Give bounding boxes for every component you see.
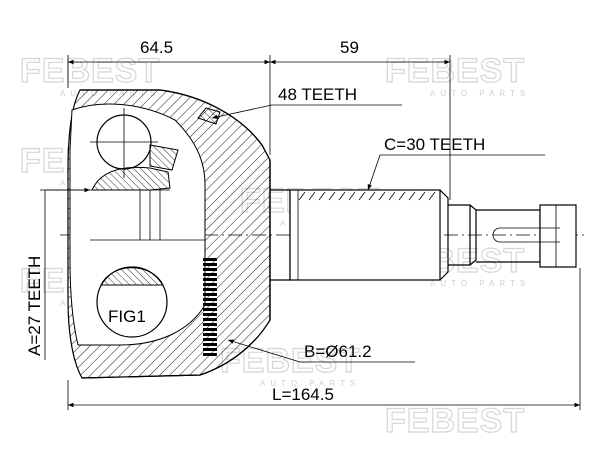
length-label: L=164.5 xyxy=(272,385,334,404)
spline-mark xyxy=(408,191,416,201)
spline-mark xyxy=(378,191,386,201)
abs-tooth xyxy=(203,283,217,286)
dimension-length: L=164.5 xyxy=(67,268,581,410)
ball-cage xyxy=(90,108,179,191)
spline-mark xyxy=(338,191,346,201)
abs-tooth xyxy=(203,338,217,341)
spline-mark xyxy=(298,191,306,201)
dimension-left: 64.5 xyxy=(67,38,271,155)
abs-tooth xyxy=(203,263,217,266)
dimension-left-label: 64.5 xyxy=(140,38,173,57)
watermark-logo: FEBEST xyxy=(385,402,525,440)
output-shaft xyxy=(270,189,577,281)
shaft-spline xyxy=(298,191,436,201)
abs-tooth xyxy=(203,348,217,351)
outer-teeth-label: 48 TEETH xyxy=(278,85,357,104)
spline-mark xyxy=(358,191,366,201)
inner-teeth-label: A=27 TEETH xyxy=(25,256,44,356)
spline-mark xyxy=(318,191,326,201)
spline-mark xyxy=(368,191,376,201)
dimension-right: 59 xyxy=(270,38,451,200)
abs-tooth xyxy=(203,278,217,281)
spline-mark xyxy=(388,191,396,201)
shaft-teeth-callout: C=30 TEETH xyxy=(367,135,545,191)
spline-mark xyxy=(428,191,436,201)
watermark-logo: FEBEST xyxy=(385,52,525,90)
abs-tooth xyxy=(203,268,217,271)
diameter-label: B=Ø61.2 xyxy=(304,342,372,361)
dimension-right-label: 59 xyxy=(340,38,359,57)
abs-tooth xyxy=(203,308,217,311)
watermark-tagline: AUTO PARTS xyxy=(430,89,530,98)
inner-teeth-dimension: A=27 TEETH xyxy=(25,187,90,360)
diameter-callout: B=Ø61.2 xyxy=(227,339,415,363)
outer-teeth-callout: 48 TEETH xyxy=(211,85,402,120)
watermark-tagline: AUTO PARTS xyxy=(260,379,360,388)
watermark-tagline: AUTO PARTS xyxy=(430,279,530,288)
spline-mark xyxy=(308,191,316,201)
abs-tooth xyxy=(203,333,217,336)
watermark-logo: FEBEST xyxy=(20,52,160,90)
inner-race xyxy=(90,189,205,241)
abs-tooth xyxy=(203,323,217,326)
spline-mark xyxy=(398,191,406,201)
shaft-teeth-label: C=30 TEETH xyxy=(384,135,485,154)
abs-tooth xyxy=(203,318,217,321)
abs-ring xyxy=(203,258,217,356)
abs-tooth xyxy=(203,293,217,296)
abs-tooth xyxy=(203,273,217,276)
abs-tooth xyxy=(203,258,217,261)
abs-tooth xyxy=(203,343,217,346)
abs-tooth xyxy=(203,298,217,301)
spline-mark xyxy=(328,191,336,201)
abs-tooth xyxy=(203,303,217,306)
fig1-detail: FIG1 xyxy=(96,266,168,338)
abs-tooth xyxy=(203,313,217,316)
abs-tooth xyxy=(203,353,217,356)
figure-label: FIG1 xyxy=(108,307,146,326)
spline-mark xyxy=(418,191,426,201)
abs-tooth xyxy=(203,288,217,291)
spline-mark xyxy=(348,191,356,201)
abs-tooth xyxy=(203,328,217,331)
